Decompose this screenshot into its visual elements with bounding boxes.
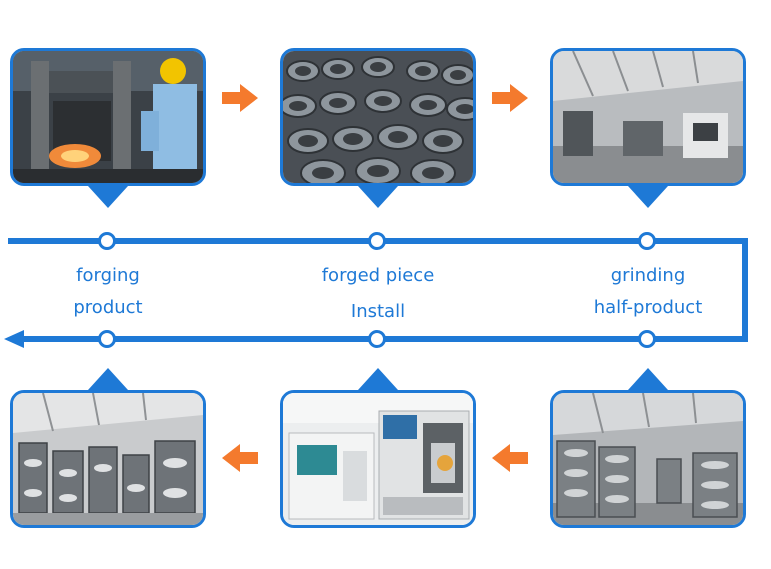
label-install: Install <box>350 301 406 322</box>
pointer-down-forged-piece <box>358 186 398 208</box>
label-forged-piece: forged piece <box>321 265 435 286</box>
arrow-left-icon-2 <box>492 444 528 472</box>
label-grinding: grinding <box>610 265 686 286</box>
forging-photo <box>10 48 206 186</box>
arrow-right-icon-1 <box>222 84 258 112</box>
forged-piece-photo <box>280 48 476 186</box>
step-dot-forged-piece <box>368 232 386 250</box>
product-photo <box>10 390 206 528</box>
step-dot-install <box>368 330 386 348</box>
arrow-right-icon-2 <box>492 84 528 112</box>
step-dot-grinding <box>638 232 656 250</box>
label-forging: forging <box>76 265 140 286</box>
pointer-down-forging <box>88 186 128 208</box>
arrow-left-icon-1 <box>222 444 258 472</box>
step-dot-half-product <box>638 330 656 348</box>
half-product-photo <box>550 390 746 528</box>
install-photo <box>280 390 476 528</box>
step-dot-product <box>98 330 116 348</box>
flow-line-right <box>742 238 748 342</box>
label-half-product: half-product <box>593 297 703 318</box>
pointer-up-half-product <box>628 368 668 390</box>
step-dot-forging <box>98 232 116 250</box>
grinding-photo <box>550 48 746 186</box>
label-product: product <box>73 297 143 318</box>
pointer-down-grinding <box>628 186 668 208</box>
arrow-left-icon <box>4 330 24 348</box>
pointer-up-install <box>358 368 398 390</box>
pointer-up-product <box>88 368 128 390</box>
